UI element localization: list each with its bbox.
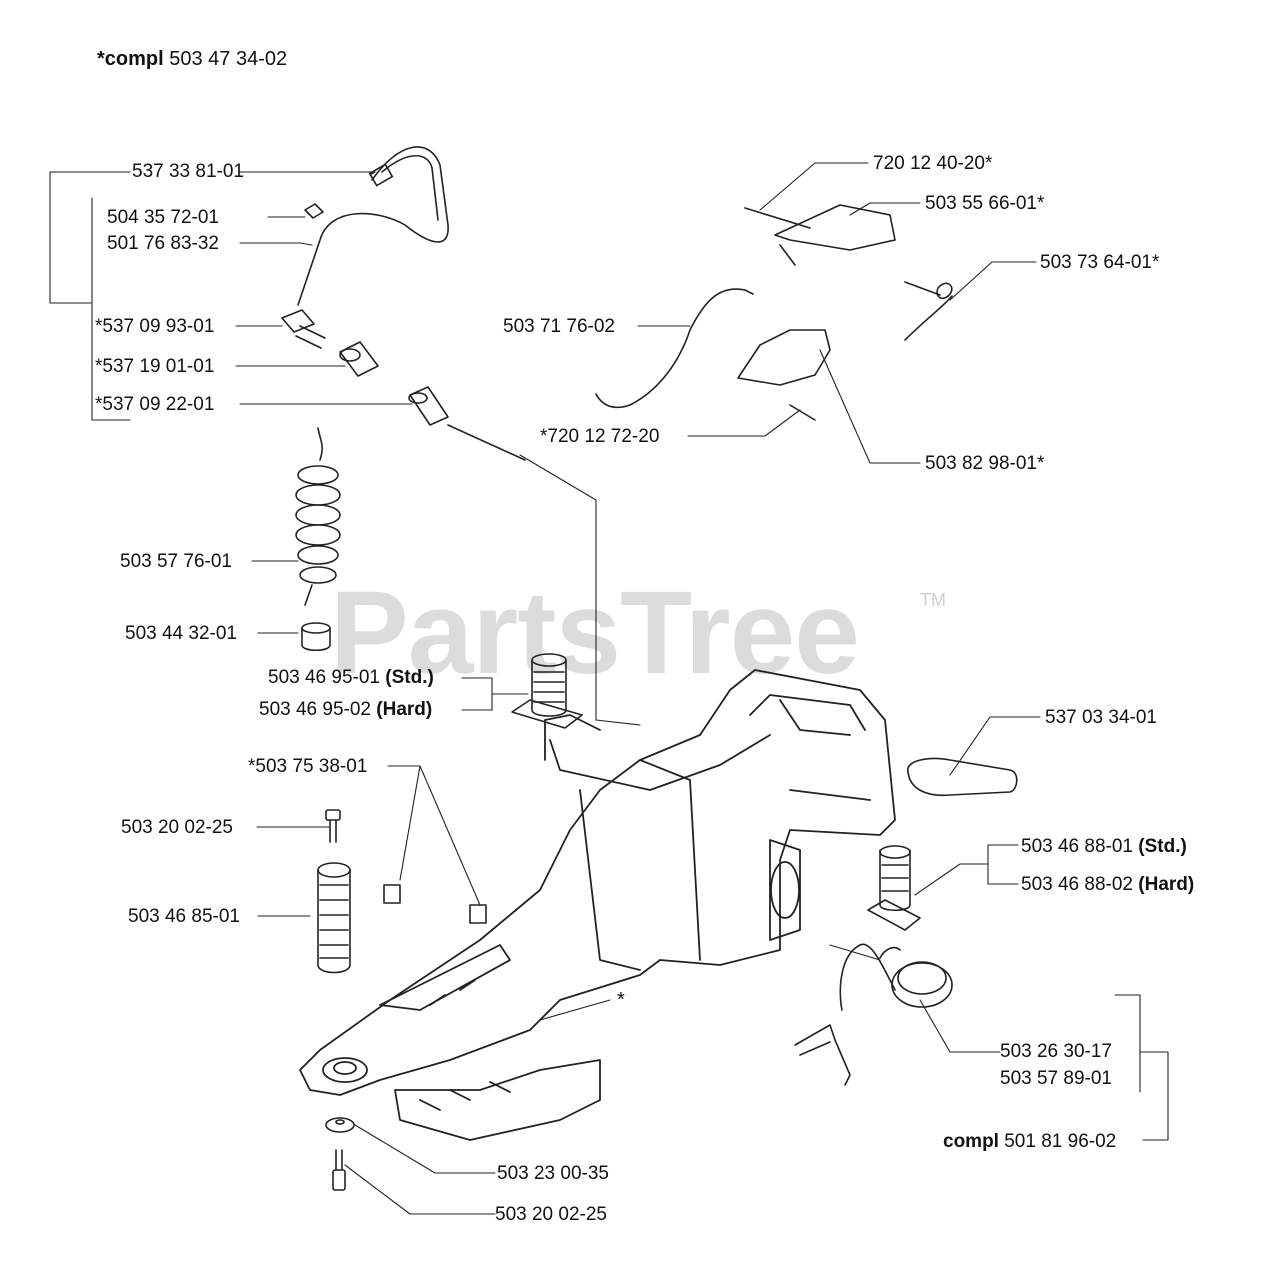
watermark: PartsTree bbox=[330, 567, 860, 699]
part-note: (Hard) bbox=[376, 699, 433, 720]
assembly-title: *compl 503 47 34-02 bbox=[97, 48, 287, 71]
part-label[interactable]: 503 57 76-01 bbox=[120, 551, 232, 572]
part-label[interactable]: *503 75 38-01 bbox=[248, 756, 368, 777]
part-note: (Hard) bbox=[1138, 874, 1195, 895]
fasteners-art bbox=[325, 809, 487, 1191]
part-label[interactable]: *537 19 01-01 bbox=[95, 356, 215, 377]
part-label[interactable]: 503 46 95-01 (Std.) bbox=[268, 668, 434, 687]
part-label[interactable]: 503 46 88-02 (Hard) bbox=[1021, 875, 1194, 894]
title-prefix: *compl bbox=[97, 48, 164, 70]
part-label[interactable]: compl 501 81 96-02 bbox=[943, 1132, 1116, 1151]
part-prefix: compl bbox=[943, 1131, 999, 1152]
part-label[interactable]: 503 23 00-35 bbox=[497, 1163, 609, 1184]
part-label[interactable]: *720 12 72-20 bbox=[540, 426, 660, 447]
part-number: 503 46 95-02 bbox=[259, 699, 371, 720]
part-label[interactable]: 503 73 64-01* bbox=[1040, 252, 1160, 273]
part-label[interactable]: 501 76 83-32 bbox=[107, 233, 219, 254]
av-buffer-left-art bbox=[511, 653, 583, 729]
part-number: 503 46 95-01 bbox=[268, 667, 380, 688]
part-label[interactable]: 503 46 85-01 bbox=[128, 906, 240, 927]
part-label[interactable]: 537 33 81-01 bbox=[132, 161, 244, 182]
chassis-art bbox=[299, 669, 896, 1141]
fittings-art bbox=[281, 309, 526, 461]
part-label[interactable]: *537 09 22-01 bbox=[95, 394, 215, 415]
part-label[interactable]: 720 12 40-20* bbox=[873, 153, 993, 174]
part-label[interactable]: 503 57 89-01 bbox=[1000, 1068, 1112, 1089]
part-label[interactable]: 503 46 95-02 (Hard) bbox=[259, 700, 432, 719]
part-number: 503 46 88-02 bbox=[1021, 874, 1133, 895]
title-number: 503 47 34-02 bbox=[169, 48, 288, 70]
part-label[interactable]: 503 20 02-25 bbox=[121, 817, 233, 838]
buffer-small-art bbox=[301, 622, 331, 652]
part-label[interactable]: 503 26 30-17 bbox=[1000, 1041, 1112, 1062]
av-buffer-long-art bbox=[317, 862, 351, 974]
part-note: (Std.) bbox=[1138, 836, 1187, 857]
spring-art bbox=[295, 427, 341, 606]
throttle-art bbox=[595, 204, 953, 421]
part-label[interactable]: 537 03 34-01 bbox=[1045, 707, 1157, 728]
part-number: 503 46 88-01 bbox=[1021, 836, 1133, 857]
part-number: 501 81 96-02 bbox=[1004, 1131, 1117, 1152]
tank-cap-art bbox=[839, 943, 953, 1011]
part-note: (Std.) bbox=[385, 667, 434, 688]
body-asterisk: * bbox=[617, 989, 625, 1011]
part-label[interactable]: 503 82 98-01* bbox=[925, 453, 1045, 474]
part-label[interactable]: 503 46 88-01 (Std.) bbox=[1021, 837, 1187, 856]
watermark-trademark: TM bbox=[920, 590, 946, 610]
spike-part-art bbox=[907, 757, 1018, 797]
av-buffer-right-art bbox=[867, 845, 921, 931]
part-label[interactable]: 504 35 72-01 bbox=[107, 207, 219, 228]
part-label[interactable]: 503 55 66-01* bbox=[925, 193, 1045, 214]
part-label[interactable]: 503 71 76-02 bbox=[503, 316, 615, 337]
lanyard-art bbox=[794, 1024, 851, 1086]
part-label[interactable]: 503 20 02-25 bbox=[495, 1204, 607, 1225]
tube-art bbox=[297, 146, 449, 306]
part-label[interactable]: *537 09 93-01 bbox=[95, 316, 215, 337]
leader-lines bbox=[49, 162, 1169, 1215]
part-label[interactable]: 503 44 32-01 bbox=[125, 623, 237, 644]
